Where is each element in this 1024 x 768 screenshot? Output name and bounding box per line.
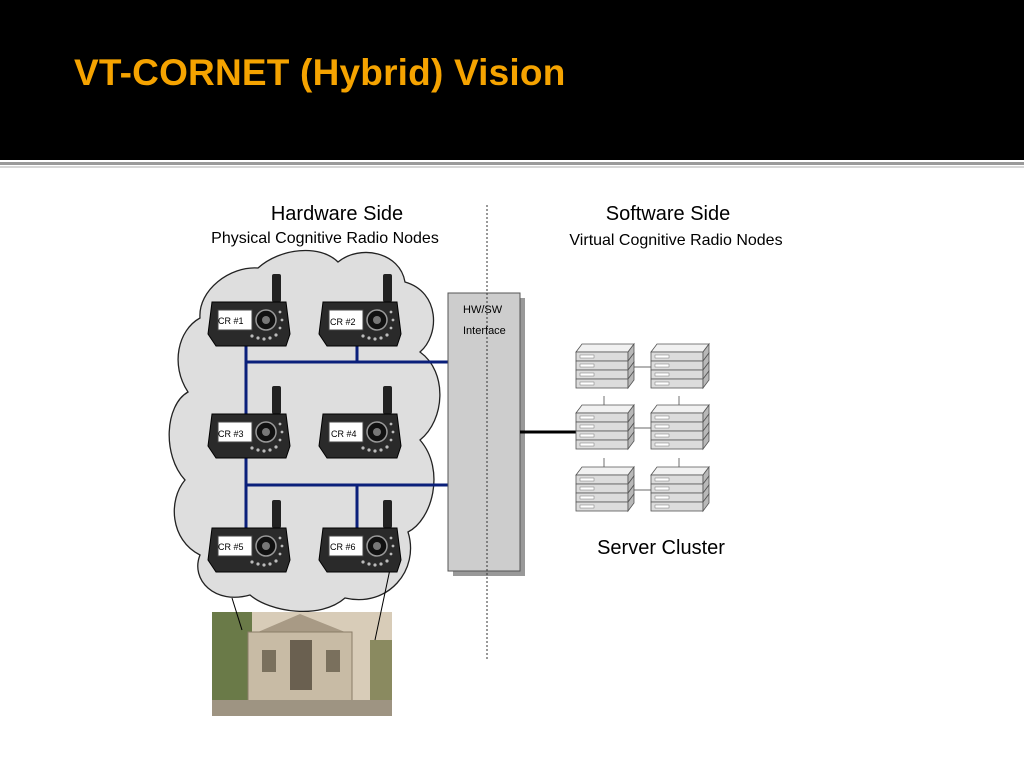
header-divider-light — [0, 166, 1024, 168]
server-rack-icon — [575, 466, 635, 512]
server-rack-icon — [575, 343, 635, 389]
server-rack-icon — [575, 404, 635, 450]
interface-label-line2: Interface — [463, 325, 506, 337]
cluster-connectors — [603, 366, 680, 491]
hw-sw-interface — [447, 292, 525, 576]
cr-node-label-1: CR #1 — [218, 316, 244, 326]
cr-node-label-3: CR #3 — [218, 429, 244, 439]
slide-title: VT-CORNET (Hybrid) Vision — [74, 52, 566, 93]
cr-node-label-4: CR #4 — [331, 429, 357, 439]
server-cluster-label: Server Cluster — [597, 537, 725, 559]
hardware-subheading: Physical Cognitive Radio Nodes — [211, 230, 439, 247]
server-rack-icon — [650, 466, 710, 512]
cr-node-label-6: CR #6 — [330, 542, 356, 552]
server-rack-icon — [650, 343, 710, 389]
header-divider — [0, 162, 1024, 165]
cr-node-label-2: CR #2 — [330, 317, 356, 327]
software-heading: Software Side — [606, 203, 731, 225]
building-photo-icon — [212, 612, 392, 716]
hardware-heading: Hardware Side — [271, 203, 403, 225]
software-subheading: Virtual Cognitive Radio Nodes — [569, 232, 782, 249]
interface-label-line1: HW/SW — [463, 304, 503, 316]
server-rack-icon — [650, 404, 710, 450]
cr-node-label-5: CR #5 — [218, 542, 244, 552]
slide-header: VT-CORNET (Hybrid) Vision — [0, 0, 1024, 160]
